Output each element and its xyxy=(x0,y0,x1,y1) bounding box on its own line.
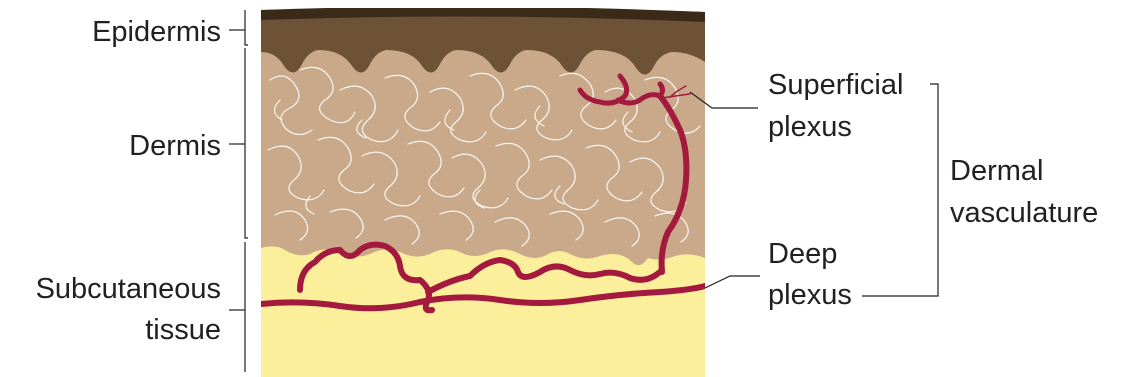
subcutaneous-label-line2: tissue xyxy=(145,314,221,346)
dermis-label: Dermis xyxy=(129,130,221,162)
epidermis-label: Epidermis xyxy=(92,16,221,48)
deep-plexus-leader xyxy=(705,276,760,288)
skin-block xyxy=(261,6,705,377)
dermal-vasculature-label-line2: vasculature xyxy=(950,197,1098,229)
dermal-vasculature-label-line1: Dermal xyxy=(950,155,1043,187)
dermal-vasculature-bracket xyxy=(862,84,938,296)
subcutaneous-label-line1: Subcutaneous xyxy=(36,273,221,305)
layer-bracket xyxy=(245,10,248,372)
superficial-plexus-label-line2: plexus xyxy=(768,111,852,143)
deep-plexus-label-line1: Deep xyxy=(768,238,837,270)
superficial-plexus-label-line1: Superficial xyxy=(768,69,903,101)
deep-plexus-label-line2: plexus xyxy=(768,279,852,311)
